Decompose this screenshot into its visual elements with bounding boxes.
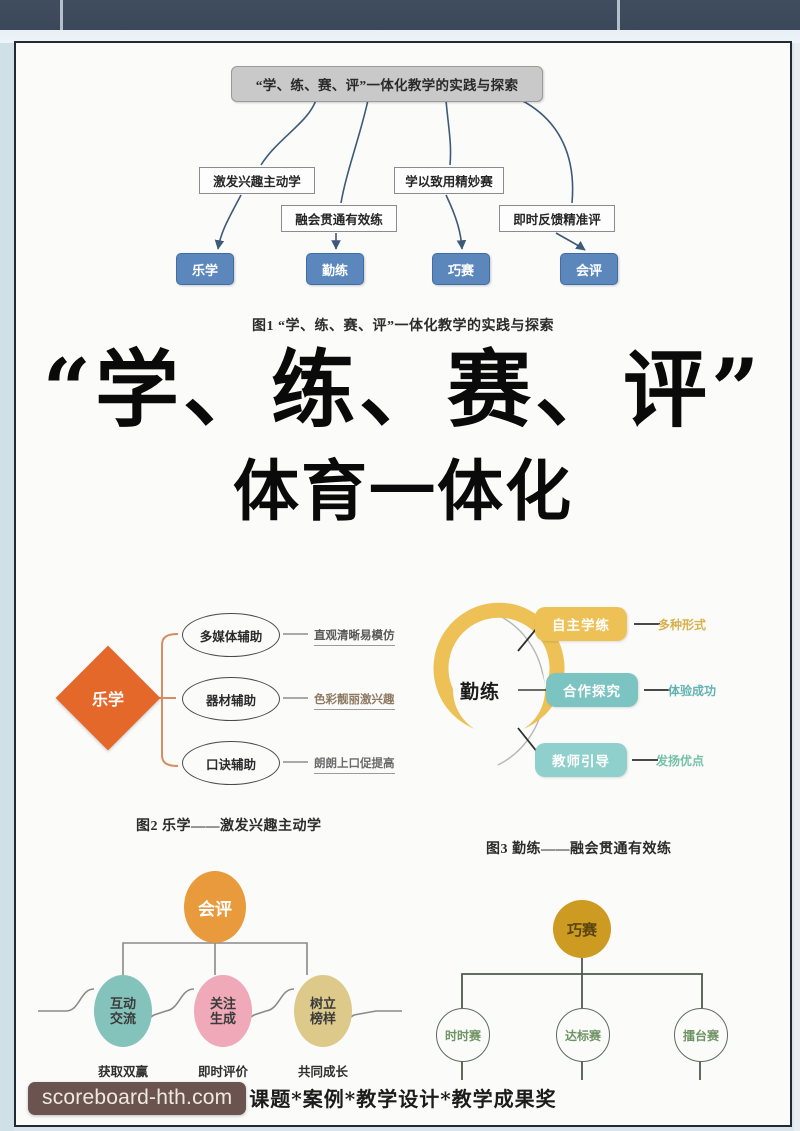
figure-3-note-2: 体验成功 [668,684,717,698]
figure-1-leaf-node-2: 勤练 [306,253,364,285]
page-margin-left [0,43,14,1131]
figure-1-mid-node-1: 激发兴趣主动学 [199,167,315,194]
figure-3-caption: 图3 勤练——融会贯通有效练 [486,842,672,857]
figure-3-note-1: 多种形式 [658,618,707,632]
figure-4-node-2: 关注 生成 [194,975,252,1047]
figure-1-connectors [214,99,586,251]
figure-3-node-1: 自主学练 [535,607,627,641]
figure-4-center-node: 会评 [184,871,246,943]
figure-2-note-3: 朗朗上口促提高 [314,755,395,774]
poster-sheet: “学、练、赛、评”一体化教学的实践与探索 激发兴趣主动学 融会贯通有效练 学以致… [16,43,790,1125]
poster-main-title: “学、练、赛、评” [42,340,764,439]
figure-1-mid-node-4: 即时反馈精准评 [499,205,615,232]
figure-4-node-3: 树立 榜样 [294,975,352,1047]
figure-2-lexue: 乐学 多媒体辅助 器材辅助 口诀辅助 直观清晰易模仿 色彩靓丽激兴趣 朗朗上口促… [36,583,406,798]
figure-4-huiping: 会评 互动 交流 关注 生成 树立 榜样 获取双赢 即时评价 共同成长 [36,863,406,1088]
figure-1-leaf-node-3: 巧赛 [432,253,490,285]
figure-2-node-3: 口诀辅助 [182,741,280,785]
figure-4-node-3-line2: 榜样 [309,1011,336,1026]
figure-1-caption: 图1 “学、练、赛、评”一体化教学的实践与探索 [252,319,554,334]
browser-top-bar [0,0,800,30]
chrome-divider-right [617,0,620,30]
page-margin-right [794,43,800,1131]
poster-footer-line: 课题*案例*教学设计*教学成果奖 [249,1087,557,1111]
figure-1-leaf-node-4: 会评 [560,253,618,285]
figure-5-node-2: 达标赛 [556,1008,610,1062]
figure-5-qiaosai: 巧赛 时时赛 达标赛 擂台赛 [406,888,786,1088]
figure-3-node-3: 教师引导 [535,743,627,777]
figure-5-node-1: 时时赛 [436,1008,490,1062]
document-page: “学、练、赛、评”一体化教学的实践与探索 激发兴趣主动学 融会贯通有效练 学以致… [14,41,792,1127]
figure-5-center-node: 巧赛 [553,900,611,958]
poster-subtitle: 体育一体化 [233,452,573,530]
figure-1-overview: “学、练、赛、评”一体化教学的实践与探索 激发兴趣主动学 融会贯通有效练 学以致… [16,43,790,313]
figure-2-node-2: 器材辅助 [182,677,280,721]
figure-3-note-3: 发扬优点 [656,754,705,768]
figure-5-connectors [461,958,703,1080]
site-watermark: scoreboard-hth.com [28,1082,247,1115]
figure-4-node-3-line1: 树立 [309,995,336,1011]
figure-3-qinlian: 勤练 自主学练 合作探究 教师引导 多种形式 体验成功 发扬优点 [406,583,786,798]
figure-4-node-1-line1: 互动 [109,995,136,1011]
figure-4-note-1: 获取双赢 [97,1065,148,1079]
browser-toolbar-strip [0,30,800,43]
figure-2-note-1: 直观清晰易模仿 [314,627,395,646]
figure-1-root-node: “学、练、赛、评”一体化教学的实践与探索 [231,66,543,102]
figure-2-caption: 图2 乐学——激发兴趣主动学 [136,819,322,834]
figure-1-mid-node-2: 融会贯通有效练 [281,205,397,232]
figure-1-mid-node-3: 学以致用精妙赛 [394,167,504,194]
figure-3-center-label: 勤练 [459,681,500,703]
figure-4-node-1-line2: 交流 [109,1011,136,1026]
figure-1-leaf-node-1: 乐学 [176,253,234,285]
figure-3-connectors [433,602,670,766]
figure-4-node-2-line1: 关注 [209,995,236,1011]
chrome-divider-left [60,0,63,30]
figure-4-node-2-line2: 生成 [209,1011,236,1026]
figure-4-note-2: 即时评价 [197,1065,248,1079]
figure-3-node-2: 合作探究 [546,673,638,707]
figure-2-center-label: 乐学 [91,692,124,709]
figure-4-node-1: 互动 交流 [94,975,152,1047]
figure-2-node-1: 多媒体辅助 [182,613,280,657]
figure-4-note-3: 共同成长 [297,1065,348,1079]
figure-2-note-2: 色彩靓丽激兴趣 [314,691,395,710]
figure-5-node-3: 擂台赛 [674,1008,728,1062]
